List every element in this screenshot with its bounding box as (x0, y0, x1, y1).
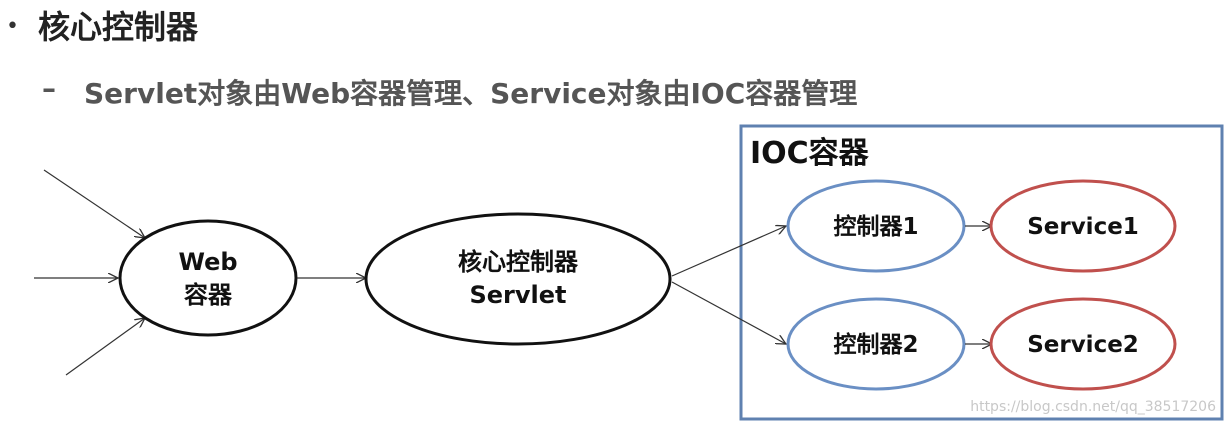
service2-node (989, 297, 1177, 391)
incoming-arrow-top (43, 169, 145, 238)
web-container-node (118, 219, 298, 337)
service1-node (989, 179, 1177, 273)
ioc-container-box (739, 124, 1224, 421)
controller2-label: 控制器2 (833, 331, 918, 358)
controller1-label: 控制器1 (833, 213, 918, 240)
arrow-core-to-controller2 (671, 281, 786, 344)
slide-subtitle: Servlet对象由Web容器管理、Service对象由IOC容器管理 (84, 77, 858, 110)
service1-label: Service1 (1027, 214, 1139, 240)
controller2-node (786, 297, 966, 391)
sub-bullet-dash: – (42, 72, 56, 105)
arrow-core-to-controller1 (671, 226, 786, 277)
core-controller-node (364, 212, 672, 346)
incoming-arrow-bottom (65, 318, 145, 376)
controller1-node (786, 179, 966, 273)
watermark-text: https://blog.csdn.net/qq_38517206 (970, 399, 1216, 415)
core-controller-label-line1: 核心控制器 (458, 248, 579, 276)
web-container-label-line1: Web (178, 248, 237, 276)
core-controller-label-line2: Servlet (469, 281, 566, 309)
bullet-point: • (6, 14, 19, 39)
web-container-label-line2: 容器 (184, 281, 233, 309)
ioc-container-label: IOC容器 (750, 136, 870, 171)
slide-title: 核心控制器 (38, 8, 199, 46)
service2-label: Service2 (1027, 332, 1139, 358)
